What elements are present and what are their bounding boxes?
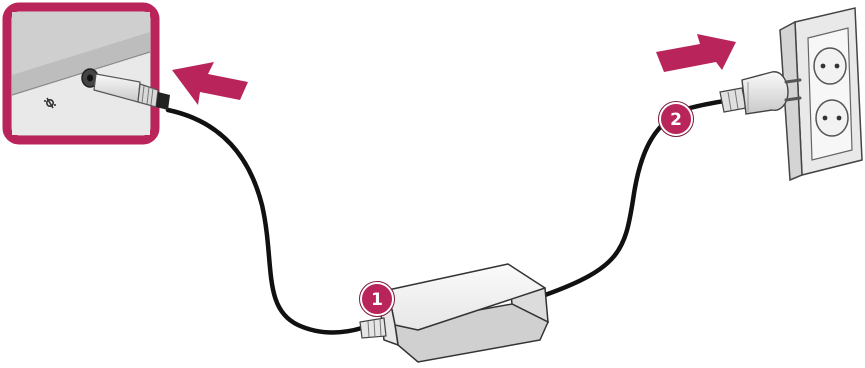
socket-lower <box>816 100 848 136</box>
arrow-right-icon <box>656 34 736 72</box>
laptop-port-inset <box>7 7 155 140</box>
power-cable-wall-side <box>545 100 730 295</box>
step-badge-2: 2 <box>659 102 694 137</box>
wall-outlet <box>780 8 862 180</box>
arrow-left-icon <box>172 62 248 105</box>
step-number-1: 1 <box>371 290 383 310</box>
socket-upper <box>814 48 846 84</box>
step-number-2: 2 <box>670 110 682 130</box>
power-cable-laptop-side <box>168 110 362 333</box>
step-badge-1: 1 <box>360 282 395 317</box>
